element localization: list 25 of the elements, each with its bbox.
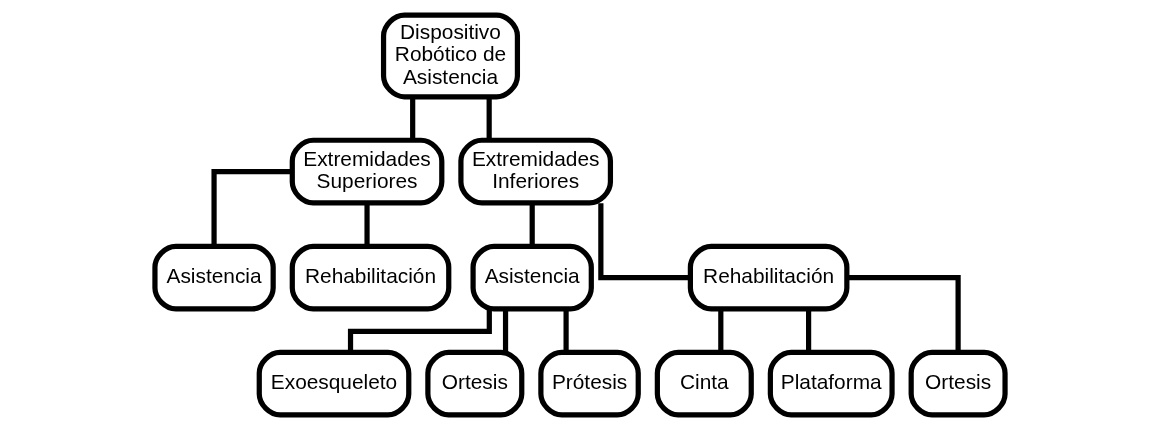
node-box: Cinta [654, 349, 754, 418]
connector [563, 309, 569, 352]
connector [409, 97, 415, 140]
connector [363, 203, 370, 246]
node-box: Prótesis [537, 349, 641, 418]
node-box: Dispositivo Robótico de Asistencia [380, 12, 520, 100]
node-box: Asistencia [151, 243, 276, 312]
connector [805, 309, 811, 352]
connector [717, 309, 723, 352]
node-box: Extremidades Superiores [289, 137, 444, 206]
connector [529, 203, 535, 246]
node-box: Plataforma [767, 349, 895, 418]
connector [597, 203, 690, 281]
node-box: Rehabilitación [289, 243, 451, 312]
connector [347, 308, 492, 353]
node-box: Ortesis [908, 349, 1008, 418]
connector [210, 168, 292, 246]
connector [486, 97, 492, 140]
node-box: Ortesis [424, 349, 524, 418]
node-box: Asistencia [469, 243, 594, 312]
node-box: Extremidades Inferiores [457, 137, 613, 206]
connector [846, 274, 961, 352]
connector [502, 309, 508, 352]
node-box: Exoesqueleto [256, 349, 411, 418]
node-box: Rehabilitación [687, 243, 849, 312]
